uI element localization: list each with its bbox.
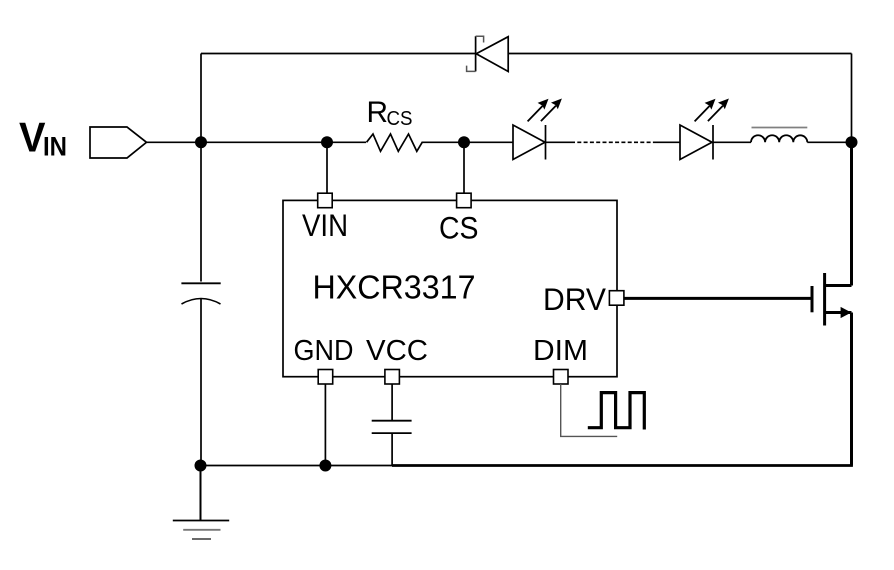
svg-text:DIM: DIM	[533, 335, 588, 367]
svg-text:R: R	[367, 96, 389, 129]
svg-text:VIN: VIN	[302, 207, 348, 243]
svg-text:CS: CS	[387, 108, 413, 130]
svg-text:CS: CS	[439, 210, 479, 246]
svg-text:GND: GND	[294, 335, 354, 367]
svg-text:VCC: VCC	[366, 335, 428, 367]
svg-text:IN: IN	[43, 132, 67, 162]
svg-text:V: V	[19, 114, 46, 161]
svg-text:HXCR3317: HXCR3317	[313, 270, 476, 307]
svg-text:DRV: DRV	[543, 281, 606, 317]
